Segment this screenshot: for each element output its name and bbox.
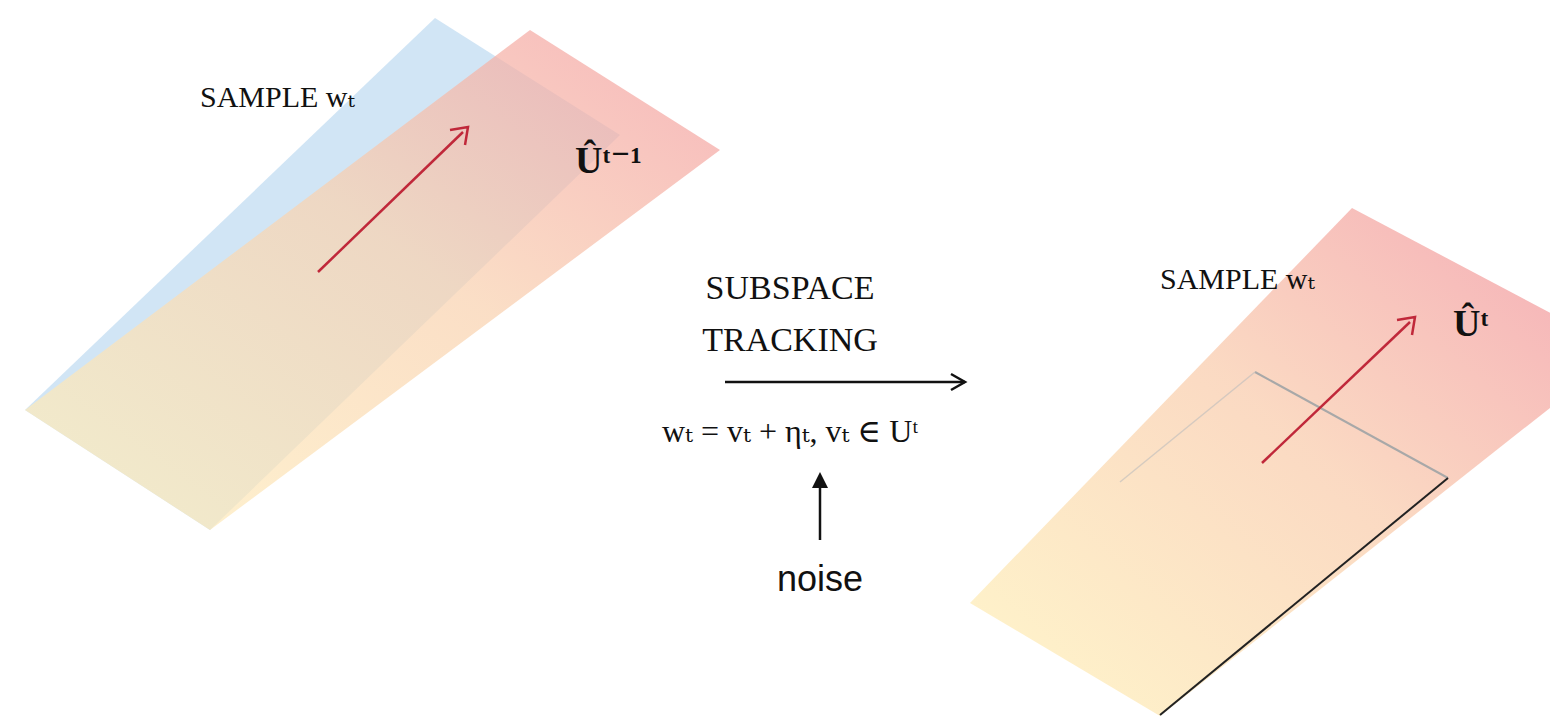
- subspace-label: Ûᵗ: [1453, 301, 1489, 345]
- transition-arrow: [725, 374, 965, 390]
- old-plane-edge: [1160, 478, 1448, 715]
- sample-vector-head: [450, 127, 468, 145]
- estimate-plane: [25, 30, 720, 530]
- sample-vector: [1262, 322, 1410, 463]
- subspace-plane-pair: SAMPLE wₜ Ûᵗ⁻¹: [20, 15, 725, 535]
- sample-vector: [318, 132, 463, 272]
- subspace-label: Ûᵗ⁻¹: [575, 137, 642, 182]
- arrow-head: [951, 374, 965, 390]
- plane-shape: [20, 15, 725, 535]
- noise-label: noise: [777, 558, 863, 600]
- arrow-shaft: [725, 381, 965, 384]
- noise-pointer-head: [812, 472, 828, 488]
- updated-plane: SAMPLE wₜ Ûᵗ: [965, 205, 1550, 716]
- sample-label: SAMPLE wₜ: [1160, 261, 1315, 296]
- sample-label: SAMPLE wₜ: [200, 79, 355, 114]
- tracked-plane: [970, 208, 1550, 716]
- old-plane-edge: [1255, 372, 1448, 478]
- update-equation: wₜ = vₜ + ηₜ, vₜ ∈ Uᵗ: [662, 412, 918, 450]
- edge-label: SUBSPACE TRACKING: [655, 262, 925, 366]
- old-plane-edge: [1120, 372, 1255, 482]
- sample-vector-head: [1397, 317, 1415, 335]
